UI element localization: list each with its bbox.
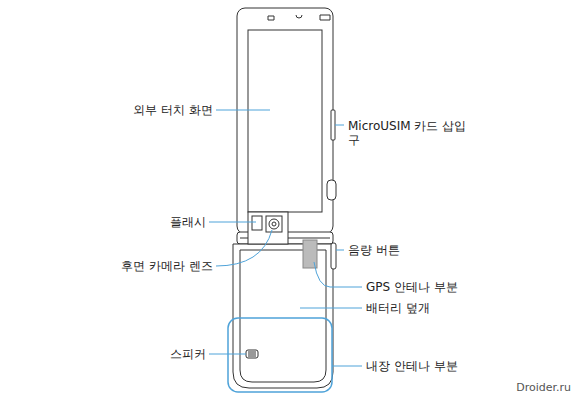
hinge-knob [327, 180, 336, 200]
part-label: GPS 안테나 부분 [366, 280, 458, 294]
speaker [246, 350, 258, 358]
leader-line [335, 125, 344, 126]
antenna-region [228, 318, 332, 392]
leader-line [209, 222, 256, 223]
part-label: 음량 버튼 [348, 243, 400, 257]
lower-housing [233, 244, 333, 388]
upper-housing [237, 8, 333, 234]
gps-antenna [303, 240, 317, 268]
leader-line [216, 230, 272, 266]
outer-touch-screen [248, 30, 322, 212]
speaker-grille [248, 352, 256, 356]
sim-slot [331, 110, 335, 140]
camera-module [248, 212, 288, 244]
volume-button [331, 243, 336, 269]
leader-line [216, 110, 270, 111]
battery-cover [240, 250, 326, 382]
flash [252, 216, 262, 230]
leader-line [300, 308, 362, 309]
part-label: MicroUSIM 카드 삽입구 [348, 119, 468, 147]
leader-line [332, 366, 362, 367]
key-icons [268, 15, 330, 20]
leader-line [314, 262, 362, 287]
leader-line [209, 354, 246, 355]
camera-lens [269, 219, 279, 229]
part-label: 스피커 [170, 347, 206, 361]
leader-line [336, 250, 344, 251]
watermark: Droider.ru [516, 381, 571, 395]
camera-frame [266, 216, 282, 232]
part-label: 후면 카메라 렌즈 [121, 259, 213, 273]
part-label: 외부 터치 화면 [133, 103, 213, 117]
lens-core [272, 222, 276, 226]
part-label: 플래시 [170, 215, 206, 229]
part-label: 내장 안테나 부분 [366, 359, 458, 373]
part-label: 배터리 덮개 [366, 301, 430, 315]
